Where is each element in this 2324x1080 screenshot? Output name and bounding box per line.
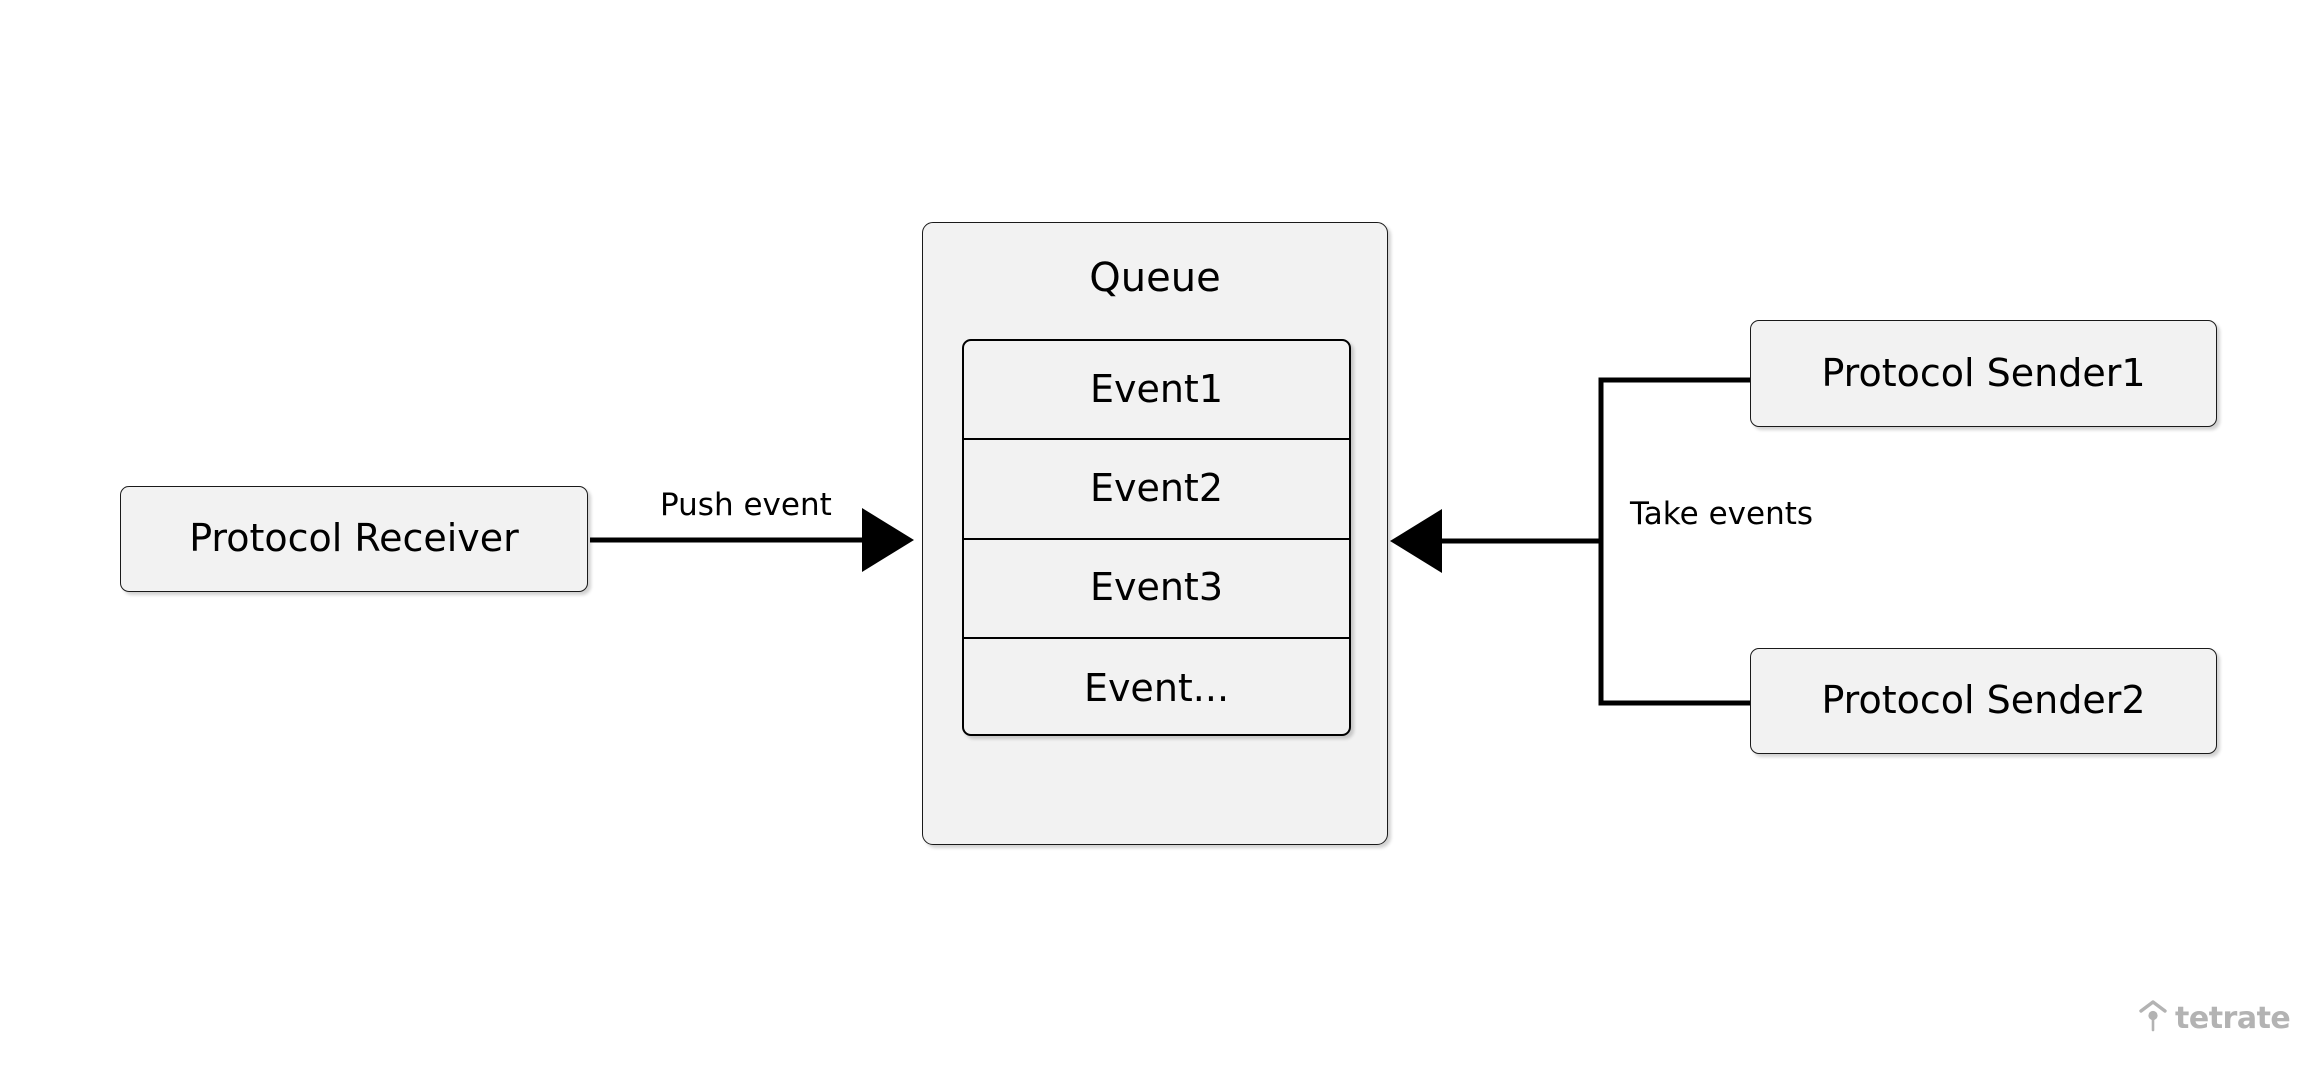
node-protocol-sender1[interactable]: Protocol Sender1 [1750,320,2217,427]
queue-event-item[interactable]: Event1 [964,341,1349,441]
watermark-logo: tetrate [2138,1000,2291,1038]
queue-event-label: Event... [1083,665,1230,710]
node-protocol-sender2-label: Protocol Sender2 [1821,678,2146,723]
arrow-head-push-event [862,508,914,572]
arrow-head-take-events [1390,509,1442,573]
edge-take-events-branch-lower [1598,541,1750,706]
edge-label-take-events: Take events [1630,496,1814,532]
queue-event-item[interactable]: Event... [964,639,1349,734]
queue-event-label: Event1 [1089,366,1224,411]
queue-event-list: Event1 Event2 Event3 Event... [962,339,1351,736]
queue-title: Queue [1089,255,1221,301]
tetrate-logo-icon [2138,1000,2168,1038]
node-protocol-receiver-label: Protocol Receiver [189,516,519,561]
node-protocol-sender1-label: Protocol Sender1 [1821,350,2146,395]
watermark-text: tetrate [2175,1001,2291,1036]
edge-label-push-event: Push event [660,487,832,523]
node-protocol-sender2[interactable]: Protocol Sender2 [1750,648,2217,754]
queue-event-label: Event2 [1089,466,1224,511]
queue-event-item[interactable]: Event3 [964,540,1349,639]
node-queue[interactable]: Queue Event1 Event2 Event3 Event... [922,222,1388,845]
queue-event-label: Event3 [1089,565,1224,610]
queue-event-item[interactable]: Event2 [964,440,1349,540]
node-protocol-receiver[interactable]: Protocol Receiver [120,486,588,592]
